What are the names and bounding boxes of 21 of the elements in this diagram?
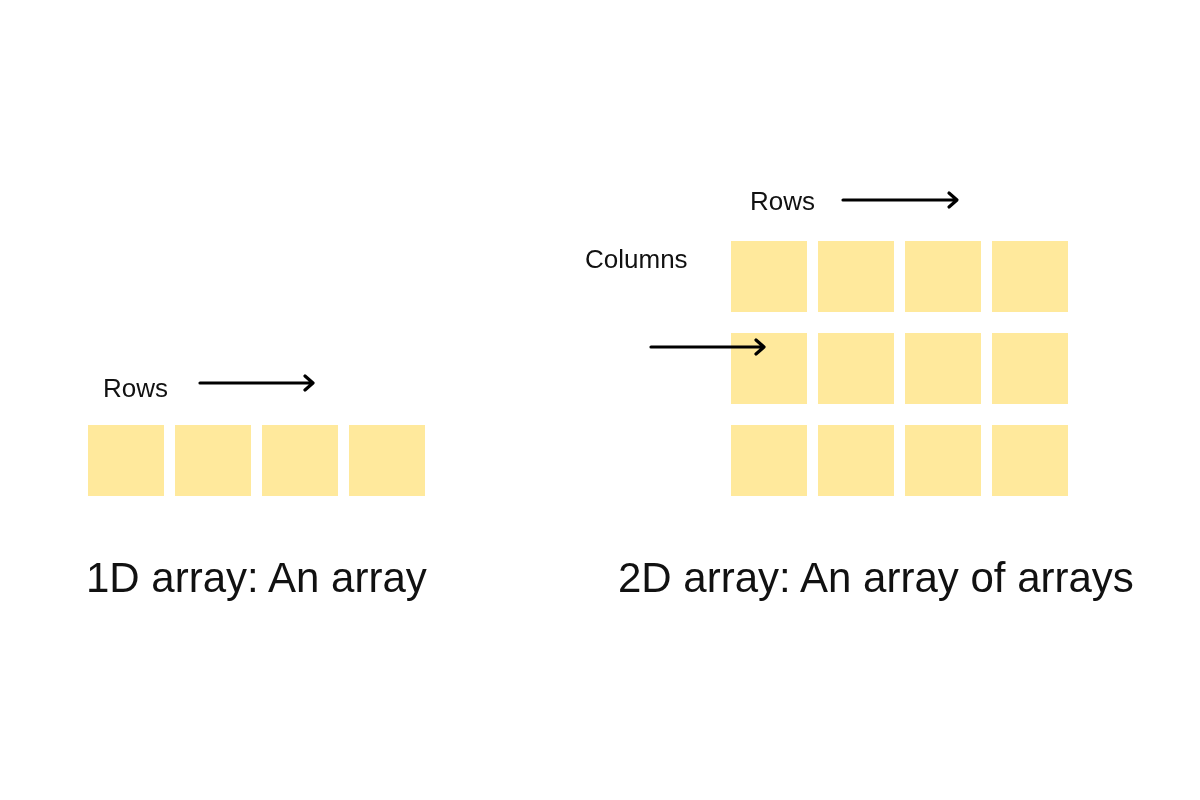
array-cell (349, 425, 425, 496)
array-cell (262, 425, 338, 496)
array-cell (992, 425, 1068, 496)
array-cell (731, 241, 807, 312)
array-cell (175, 425, 251, 496)
array-cell (818, 425, 894, 496)
array-cell (731, 425, 807, 496)
array-cell (992, 333, 1068, 404)
array-cell (905, 241, 981, 312)
caption: 2D array: An array of arrays (618, 557, 1134, 599)
caption: 1D array: An array (86, 557, 427, 599)
array-cell (818, 333, 894, 404)
direction-label: Columns (585, 246, 688, 272)
direction-label: Rows (750, 188, 815, 214)
direction-label: Rows (103, 375, 168, 401)
array-cell (818, 241, 894, 312)
array-cell (992, 241, 1068, 312)
array-cell (731, 333, 807, 404)
array-cell (88, 425, 164, 496)
array-cell (905, 333, 981, 404)
array-cell (905, 425, 981, 496)
